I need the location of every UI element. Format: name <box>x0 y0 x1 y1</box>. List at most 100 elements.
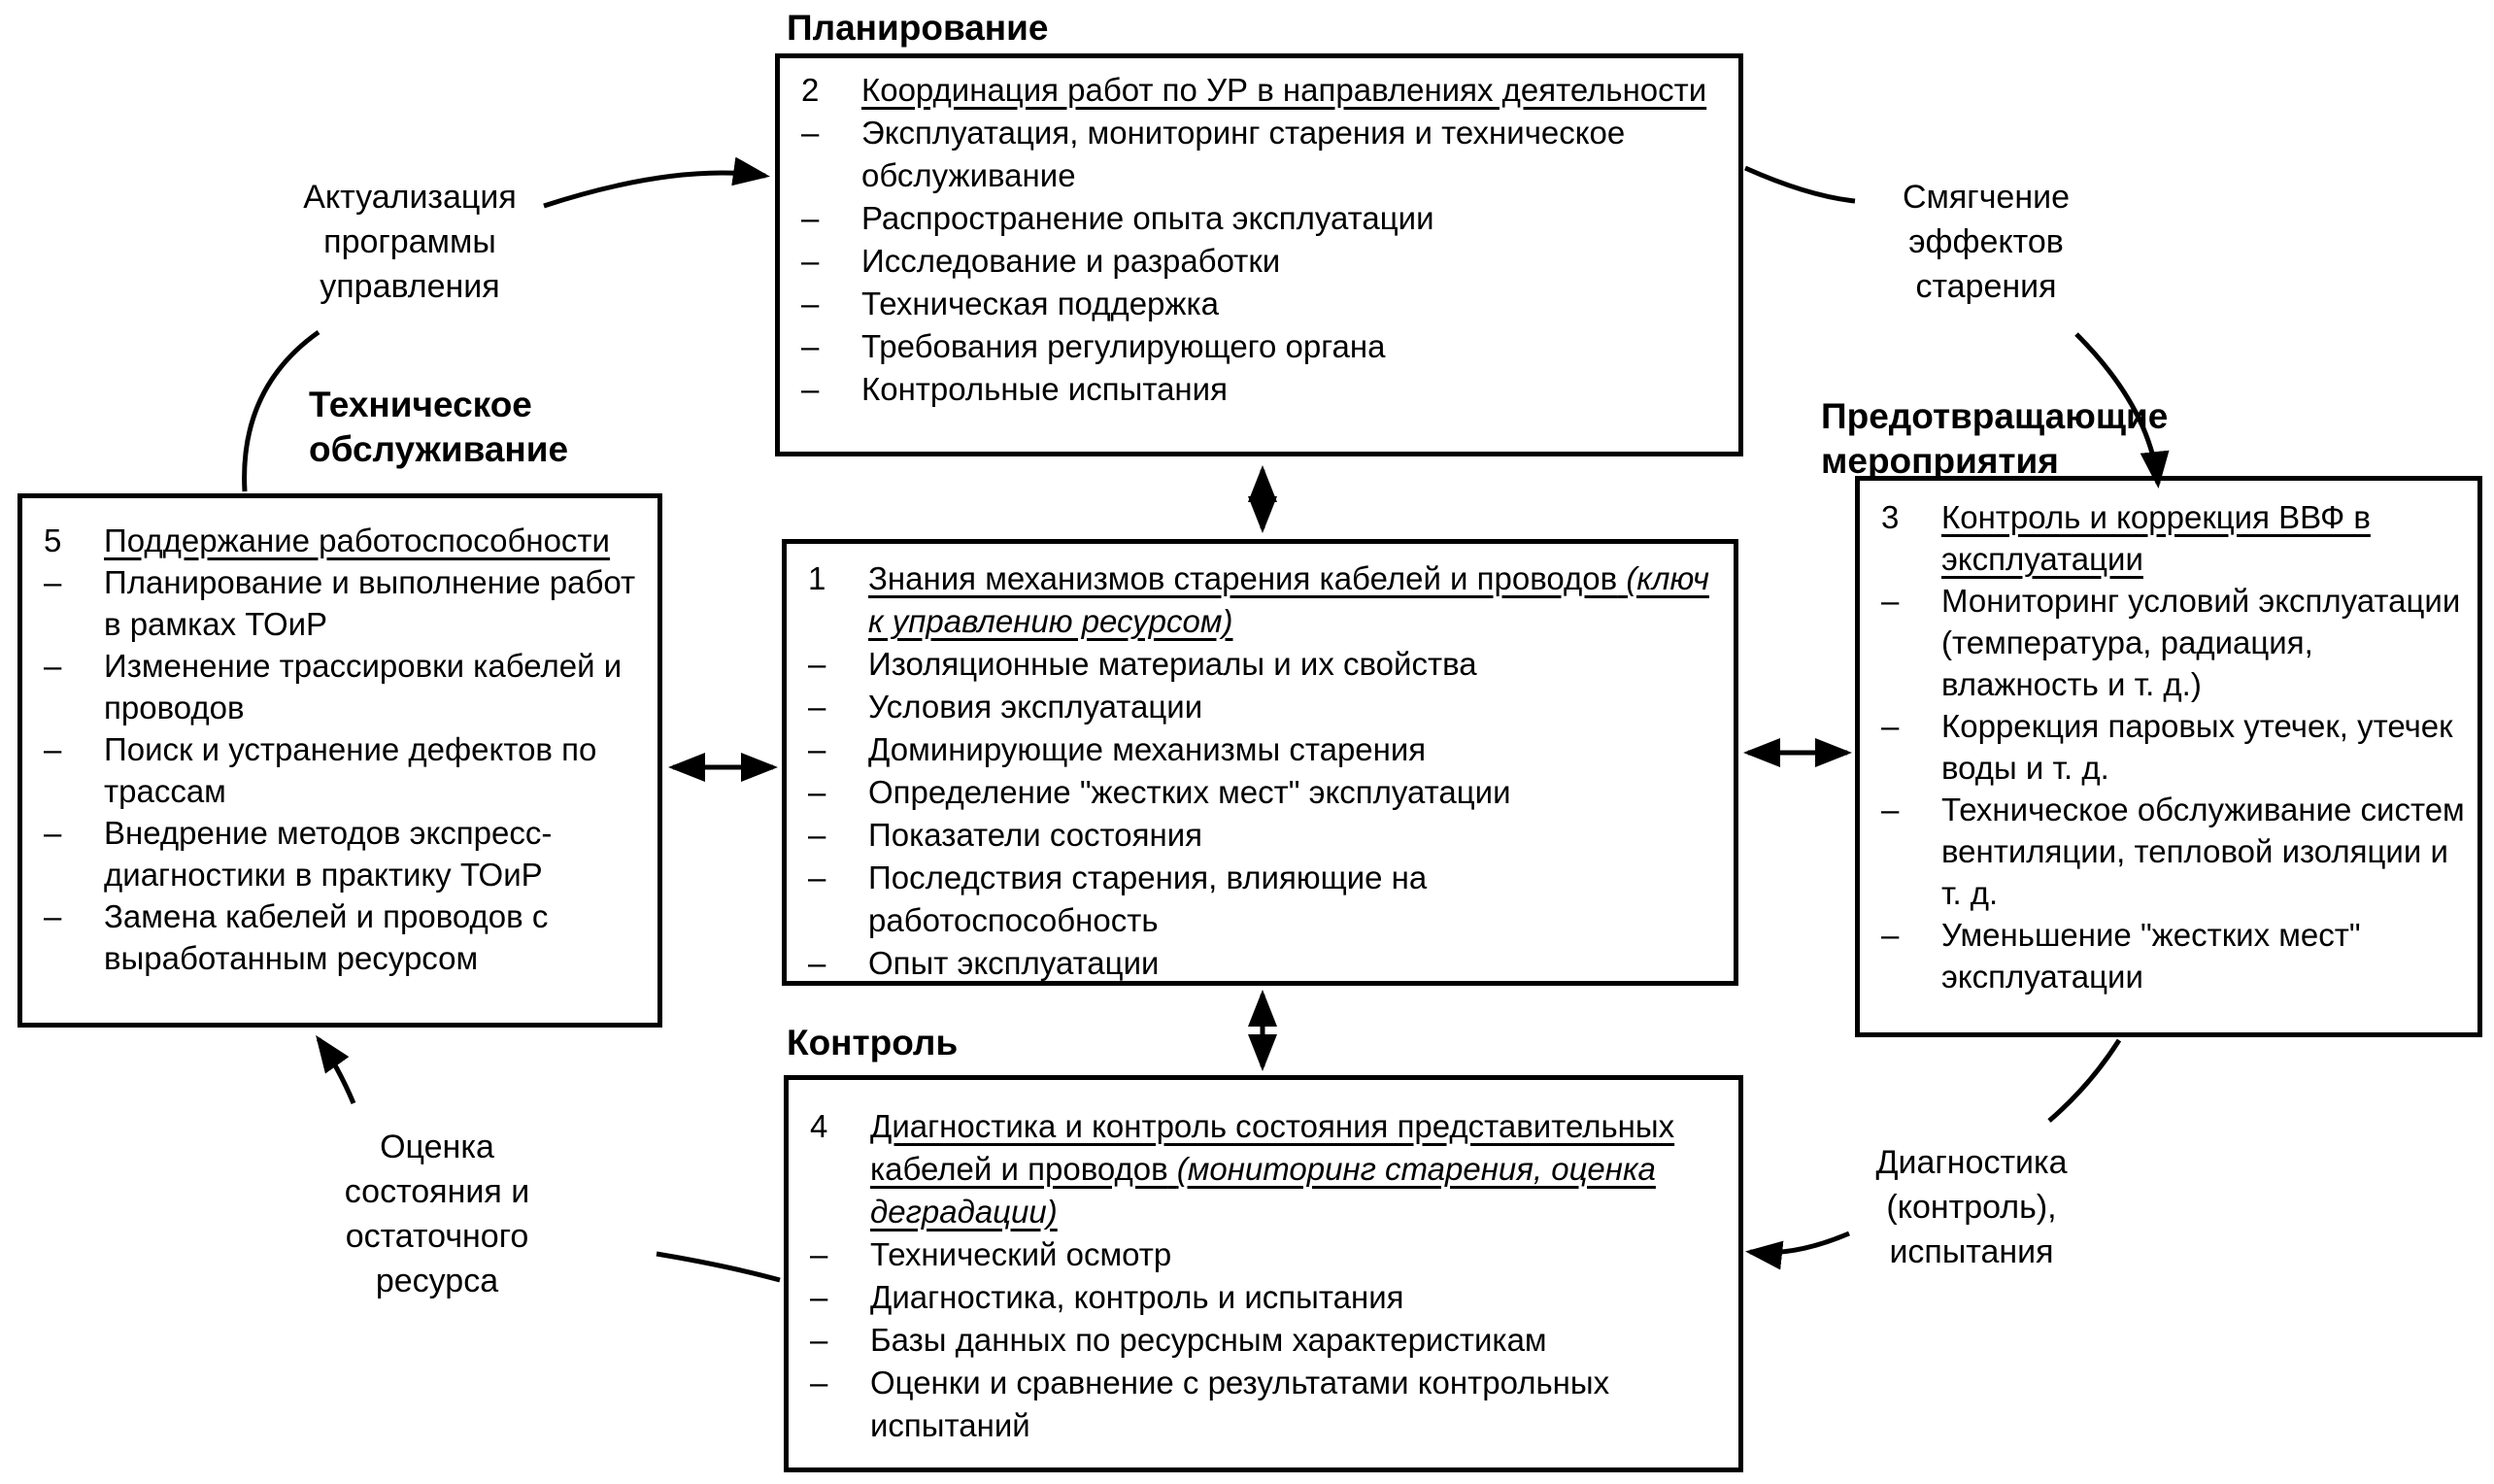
box-title: Контроль и коррекция ВВФ в эксплуатации <box>1941 496 2472 580</box>
list-item: – Техническое обслуживание систем вентиля… <box>1881 789 2472 914</box>
list-item-text: Исследование и разработки <box>861 243 1281 279</box>
bullet-dash: – <box>810 1236 828 1272</box>
list-item: –Показатели состояния <box>808 814 1720 857</box>
bullet-dash: – <box>808 774 826 810</box>
list-item-text: Последствия старения, влияющие на работо… <box>868 860 1428 938</box>
box-diagnostics: 4 Диагностика и контроль состояния предс… <box>784 1075 1743 1472</box>
bullet-dash: – <box>1881 708 1900 744</box>
box-title-italic: (мониторинг старения, оценка деградации) <box>870 1151 1656 1230</box>
list-item-text: Показатели состояния <box>868 817 1203 853</box>
arrow-assessment-label-to-box5 <box>316 1034 356 1104</box>
label-control: Контроль <box>787 1023 959 1062</box>
list-item-text: Контрольные испытания <box>861 371 1228 407</box>
list-item-text: Изоляционные материалы и их свойства <box>868 646 1477 682</box>
list-item: –Технический осмотр <box>810 1233 1721 1276</box>
list-item-text: Условия эксплуатации <box>868 689 1203 725</box>
list-item: – Последствия старения, влияющие на работ… <box>808 857 1720 942</box>
bullet-dash: – <box>808 646 826 682</box>
box-title-row: 5 Поддержание работоспособности <box>44 520 646 561</box>
list-item: – Поиск и устранение дефектов по трассам <box>44 728 646 812</box>
list-item-text: Поиск и устранение дефектов по трассам <box>104 731 597 809</box>
bullet-dash: – <box>810 1279 828 1315</box>
arc-box4-to-assessment-label <box>656 1251 781 1283</box>
bullet-dash: – <box>1881 917 1900 953</box>
bullet-dash: – <box>801 243 820 279</box>
list-item-text: Базы данных по ресурсным характеристикам <box>870 1322 1547 1358</box>
arrow-diagnostics-label-to-box4 <box>1745 1231 1850 1270</box>
box-knowledge: 1 Знания механизмов старения кабелей и п… <box>782 539 1738 986</box>
label-condition-assessment: Оценка состояния и остаточного ресурса <box>344 1129 530 1299</box>
list-item-text: Диагностика, контроль и испытания <box>870 1279 1404 1315</box>
list-item-text: Требования регулирующего органа <box>861 328 1386 364</box>
list-item: – Диагностика, контроль и испытания <box>810 1276 1721 1319</box>
list-item: – Распространение опыта эксплуатации <box>801 197 1721 240</box>
label-planning: Планирование <box>787 8 1049 48</box>
box-number: 3 <box>1881 499 1900 535</box>
list-item: – Планирование и выполнение работ в рамка… <box>44 561 646 645</box>
box-number: 4 <box>810 1108 828 1144</box>
list-item-text: Внедрение методов экспресс-диагностики в… <box>104 815 553 893</box>
list-item-text: Планирование и выполнение работ в рамках… <box>104 564 636 642</box>
box-title-italic: (ключ к управлению ресурсом) <box>868 560 1709 639</box>
box-title-row: 4 Диагностика и контроль состояния предс… <box>810 1105 1721 1233</box>
bullet-dash: – <box>808 689 826 725</box>
bullet-dash: – <box>808 731 826 767</box>
label-preventive-measures: Предотвращающие мероприятия <box>1821 396 2169 481</box>
arc-box3-to-diagnostics-label <box>2047 1038 2122 1123</box>
label-maintenance: Техническое обслуживание <box>309 385 569 469</box>
list-item: – Условия эксплуатации <box>808 686 1720 728</box>
bullet-dash: – <box>801 115 820 151</box>
box-number: 2 <box>801 72 820 108</box>
bullet-dash: – <box>801 328 820 364</box>
bullet-dash: – <box>808 860 826 895</box>
list-item-text: Мониторинг условий эксплуатации (темпера… <box>1941 583 2461 702</box>
list-item: –Уменьшение "жестких мест" эксплуатации <box>1881 914 2472 997</box>
list-item: – Техническая поддержка <box>801 283 1721 325</box>
bullet-dash: – <box>44 564 62 600</box>
box-title-text: Контроль и коррекция ВВФ в эксплуатации <box>1941 499 2371 577</box>
label-mitigation: Смягчение эффектов старения <box>1902 179 2071 305</box>
box-number: 1 <box>808 560 826 596</box>
bullet-dash: – <box>44 648 62 684</box>
arc-box2-to-mitigation-label <box>1743 165 1856 204</box>
list-item: – Внедрение методов экспресс-диагностики … <box>44 812 646 895</box>
list-item-text: Распространение опыта эксплуатации <box>861 200 1434 236</box>
bullet-dash: – <box>44 731 62 767</box>
list-item: – Контрольные испытания <box>801 368 1721 411</box>
box-title: Знания механизмов старения кабелей и про… <box>868 557 1720 643</box>
bullet-dash: – <box>801 371 820 407</box>
list-item-text: Техническая поддержка <box>861 286 1219 321</box>
box-title-text: Диагностика и контроль состояния предста… <box>870 1108 1675 1187</box>
list-item-text: Эксплуатация, мониторинг старения и техн… <box>861 115 1626 193</box>
list-item-text: Определение "жестких мест" эксплуатации <box>868 774 1511 810</box>
list-item-text: Коррекция паровых утечек, утечек воды и … <box>1941 708 2453 786</box>
list-item: – Коррекция паровых утечек, утечек воды и… <box>1881 705 2472 789</box>
box-title-row: 3 Контроль и коррекция ВВФ в эксплуатаци… <box>1881 496 2472 580</box>
bullet-dash: – <box>808 945 826 981</box>
list-item: –Доминирующие механизмы старения <box>808 728 1720 771</box>
list-item-text: Замена кабелей и проводов с выработанным… <box>104 898 549 976</box>
box-title-row: 1 Знания механизмов старения кабелей и п… <box>808 557 1720 643</box>
arrow-update-label-to-box2 <box>543 156 770 209</box>
bullet-dash: – <box>44 815 62 851</box>
label-program-update: Актуализация программы управления <box>303 179 517 305</box>
bullet-dash: – <box>1881 792 1900 827</box>
list-item-text: Изменение трассировки кабелей и проводов <box>104 648 623 725</box>
list-item: – Эксплуатация, мониторинг старения и тех… <box>801 112 1721 197</box>
list-item: – Исследование и разработки <box>801 240 1721 283</box>
list-item: – Базы данных по ресурсным характеристика… <box>810 1319 1721 1362</box>
box-number: 5 <box>44 523 62 558</box>
box-preventive: 3 Контроль и коррекция ВВФ в эксплуатаци… <box>1855 476 2482 1037</box>
list-item-text: Техническое обслуживание систем вентиляц… <box>1941 792 2465 911</box>
box-title-text: Координация работ по УР в направлениях д… <box>861 72 1707 108</box>
list-item: – Мониторинг условий эксплуатации (темпер… <box>1881 580 2472 705</box>
box-coordination: 2 Координация работ по УР в направлениях… <box>775 53 1743 456</box>
bullet-dash: – <box>1881 583 1900 619</box>
bullet-dash: – <box>801 286 820 321</box>
list-item: – Изменение трассировки кабелей и проводо… <box>44 645 646 728</box>
list-item: – Определение "жестких мест" эксплуатации <box>808 771 1720 814</box>
label-diagnostics-tests: Диагностика (контроль), испытания <box>1875 1144 2068 1270</box>
bullet-dash: – <box>801 200 820 236</box>
box-maintenance: 5 Поддержание работоспособности – Планиро… <box>17 493 662 1028</box>
bullet-dash: – <box>810 1322 828 1358</box>
